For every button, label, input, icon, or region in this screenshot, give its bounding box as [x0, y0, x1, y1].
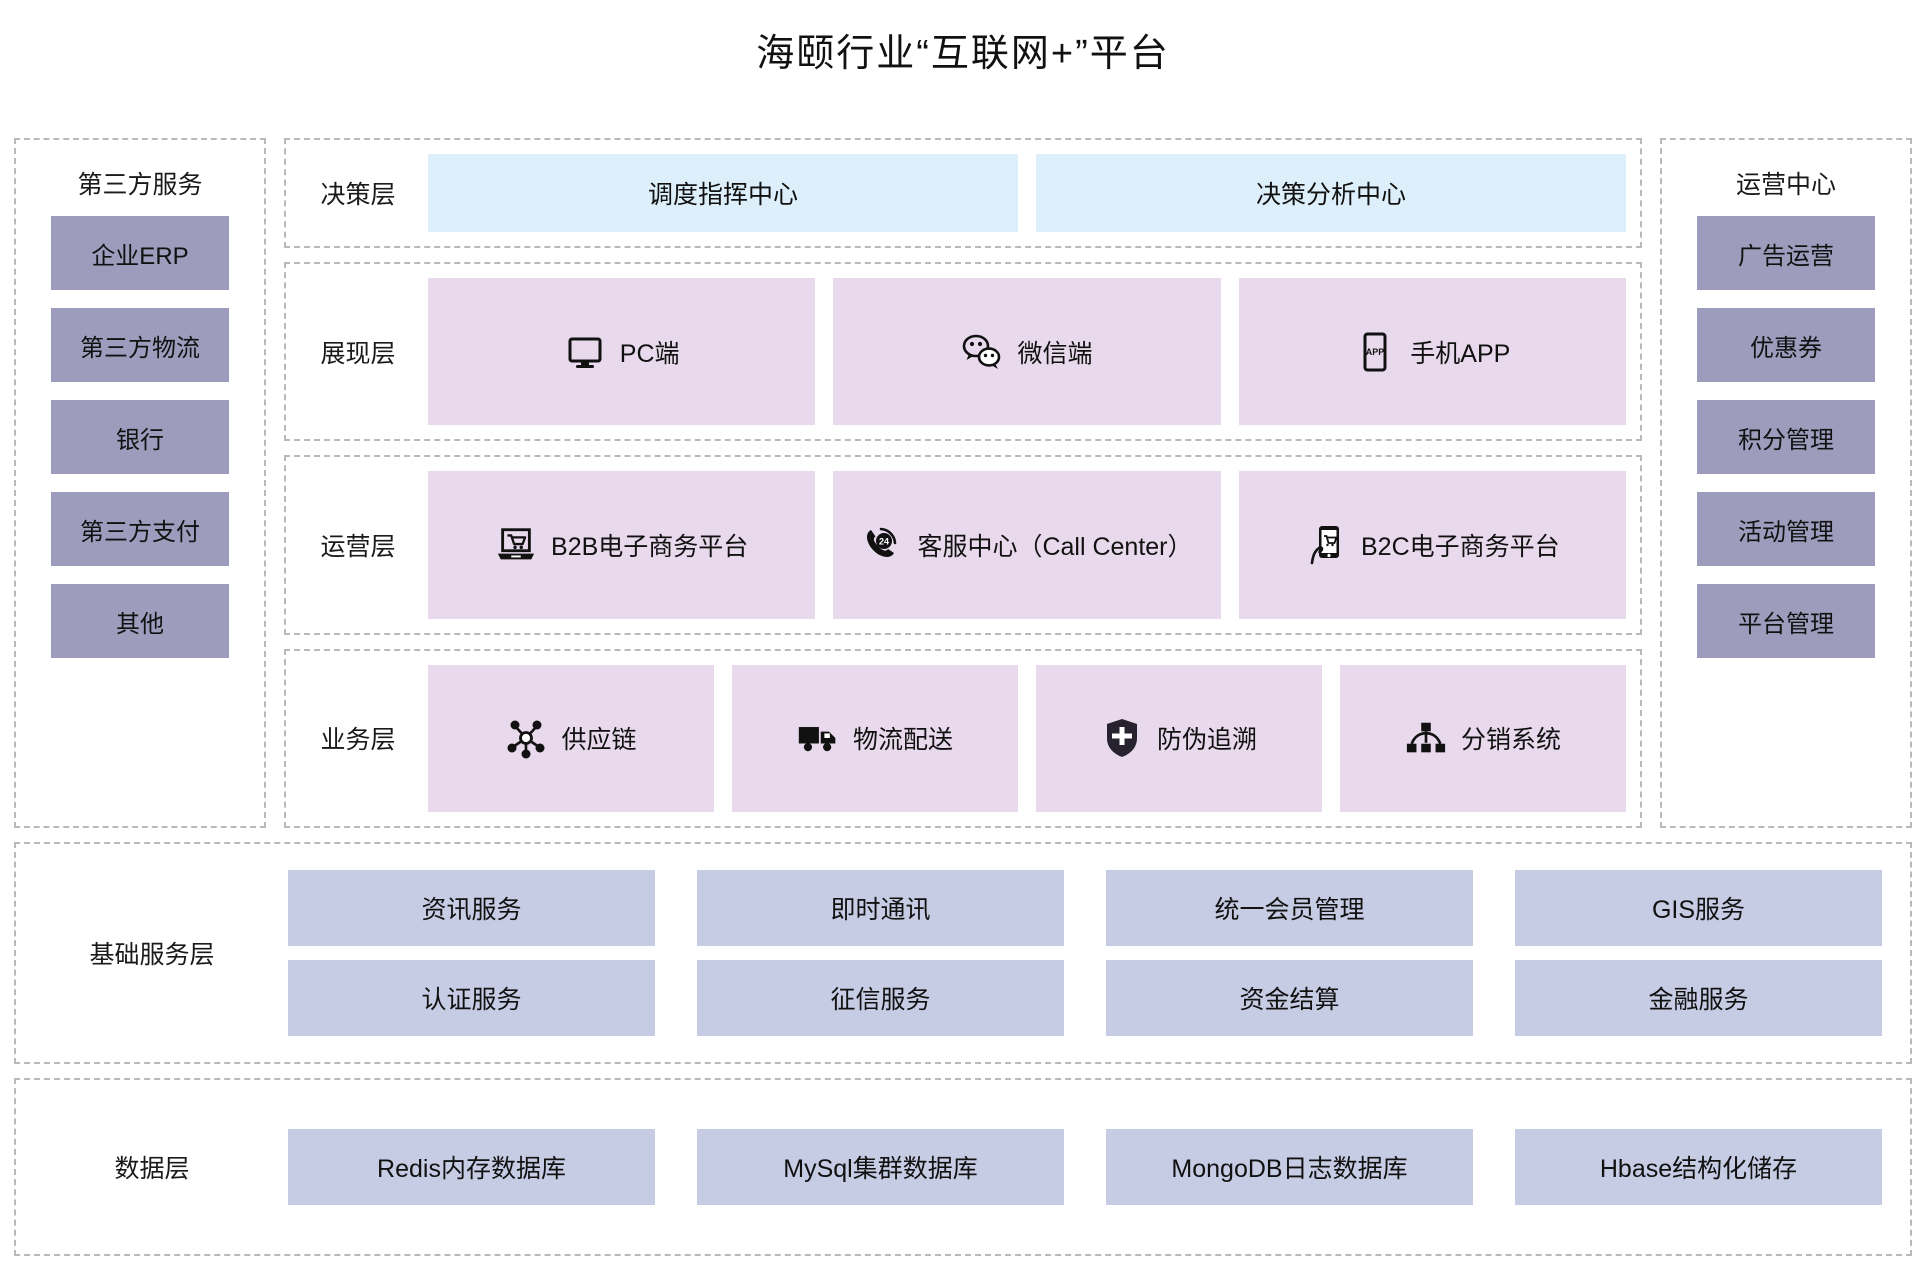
- presentation-item-pc-label: PC端: [619, 339, 680, 368]
- network-nodes-icon: [505, 717, 547, 759]
- base-service-credit[interactable]: 征信服务: [697, 960, 1064, 1036]
- presentation-item-mobile-app-label: 手机APP: [1410, 339, 1511, 368]
- operations-item-call-center[interactable]: 24 客服中心（Call Center）: [833, 471, 1221, 619]
- third-party-item-payment[interactable]: 第三方支付: [51, 492, 229, 566]
- data-layer-band: 数据层 Redis内存数据库 MySql集群数据库 MongoDB日志数据库 H…: [14, 1078, 1912, 1256]
- business-item-anti-counterfeit-label: 防伪追溯: [1156, 726, 1257, 755]
- business-item-supply-chain-label: 供应链: [561, 726, 637, 755]
- third-party-services-panel: 第三方服务 企业ERP 第三方物流 银行 第三方支付 其他: [14, 138, 266, 828]
- data-layer-label: 数据层: [114, 1155, 190, 1183]
- decision-item-dispatch-center[interactable]: 调度指挥中心: [428, 154, 1018, 232]
- laptop-cart-icon: [495, 524, 537, 566]
- operations-center-item-ads[interactable]: 广告运营: [1697, 216, 1875, 290]
- third-party-item-logistics[interactable]: 第三方物流: [51, 308, 229, 382]
- center-layers: 决策层 调度指挥中心 决策分析中心 展现层: [284, 138, 1642, 828]
- business-layer-band: 业务层: [284, 648, 1642, 828]
- presentation-item-wechat[interactable]: 微信端: [833, 278, 1221, 426]
- shield-plus-icon: [1101, 717, 1143, 759]
- data-store-hbase[interactable]: Hbase结构化储存: [1515, 1129, 1882, 1205]
- presentation-item-wechat-label: 微信端: [1017, 339, 1093, 368]
- base-services-row-2: 认证服务 征信服务 资金结算 金融服务: [288, 960, 1882, 1036]
- presentation-layer-row: PC端: [422, 264, 1632, 439]
- operations-layer-row: B2B电子商务平台 24 客服中心（Call Center）: [422, 457, 1632, 632]
- decision-layer-row: 调度指挥中心 决策分析中心: [422, 140, 1632, 246]
- base-services-grid: 资讯服务 即时通讯 统一会员管理 GIS服务 认证服务 征信服务 资金结算 金融…: [288, 870, 1910, 1036]
- data-layer-grid: Redis内存数据库 MySql集群数据库 MongoDB日志数据库 Hbase…: [288, 1129, 1910, 1205]
- operations-center-item-coupon[interactable]: 优惠券: [1697, 308, 1875, 382]
- presentation-layer-band: 展现层 PC端: [284, 262, 1642, 442]
- truck-icon: [797, 717, 839, 759]
- third-party-services-title: 第三方服务: [77, 171, 203, 199]
- base-service-member[interactable]: 统一会员管理: [1106, 870, 1473, 946]
- page-title: 海颐行业“互联网+”平台: [756, 33, 1170, 75]
- decision-item-analysis-center-label: 决策分析中心: [1255, 181, 1406, 209]
- operations-center-item-campaign[interactable]: 活动管理: [1697, 492, 1875, 566]
- operations-item-b2b[interactable]: B2B电子商务平台: [428, 471, 816, 619]
- data-store-redis[interactable]: Redis内存数据库: [288, 1129, 655, 1205]
- decision-layer-band: 决策层 调度指挥中心 决策分析中心: [284, 138, 1642, 248]
- phone-24h-icon: 24: [861, 524, 903, 566]
- decision-item-analysis-center[interactable]: 决策分析中心: [1036, 154, 1626, 232]
- business-item-anti-counterfeit[interactable]: 防伪追溯: [1036, 664, 1322, 812]
- presentation-item-pc[interactable]: PC端: [428, 278, 816, 426]
- mobile-app-icon: APP: [1354, 331, 1396, 373]
- operations-layer-label: 运营层: [320, 532, 396, 561]
- operations-center-item-points[interactable]: 积分管理: [1697, 400, 1875, 474]
- decision-layer-label: 决策层: [320, 181, 396, 209]
- svg-text:APP: APP: [1366, 347, 1385, 357]
- business-item-distribution-label: 分销系统: [1460, 726, 1561, 755]
- third-party-item-erp[interactable]: 企业ERP: [51, 216, 229, 290]
- base-service-news[interactable]: 资讯服务: [288, 870, 655, 946]
- third-party-item-other[interactable]: 其他: [51, 584, 229, 658]
- presentation-item-mobile-app[interactable]: APP 手机APP: [1238, 278, 1626, 426]
- wechat-icon: [961, 331, 1003, 373]
- middle-area: 第三方服务 企业ERP 第三方物流 银行 第三方支付 其他 决策层 调度指挥中心…: [14, 138, 1912, 828]
- operations-item-b2c[interactable]: B2C电子商务平台: [1238, 471, 1626, 619]
- decision-item-dispatch-center-label: 调度指挥中心: [647, 181, 798, 209]
- data-store-mysql[interactable]: MySql集群数据库: [697, 1129, 1064, 1205]
- operations-center-title: 运营中心: [1735, 171, 1836, 199]
- base-services-layer-label: 基础服务层: [89, 941, 215, 969]
- base-services-row-1: 资讯服务 即时通讯 统一会员管理 GIS服务: [288, 870, 1882, 946]
- business-item-supply-chain[interactable]: 供应链: [428, 664, 714, 812]
- operations-center-item-platform[interactable]: 平台管理: [1697, 584, 1875, 658]
- base-service-gis[interactable]: GIS服务: [1515, 870, 1882, 946]
- mobile-cart-icon: [1305, 524, 1347, 566]
- business-layer-label: 业务层: [320, 726, 396, 755]
- operations-layer-band: 运营层 B2B电子: [284, 455, 1642, 635]
- business-item-logistics[interactable]: 物流配送: [732, 664, 1018, 812]
- operations-center-panel: 运营中心 广告运营 优惠券 积分管理 活动管理 平台管理: [1660, 138, 1912, 828]
- business-item-distribution[interactable]: 分销系统: [1340, 664, 1626, 812]
- base-services-layer-band: 基础服务层 资讯服务 即时通讯 统一会员管理 GIS服务 认证服务 征信服务 资…: [14, 842, 1912, 1064]
- presentation-layer-label: 展现层: [320, 339, 396, 368]
- third-party-item-bank[interactable]: 银行: [51, 400, 229, 474]
- operations-item-b2b-label: B2B电子商务平台: [551, 532, 749, 561]
- hierarchy-icon: [1405, 717, 1447, 759]
- operations-item-b2c-label: B2C电子商务平台: [1361, 532, 1560, 561]
- monitor-icon: [564, 331, 606, 373]
- base-service-settlement[interactable]: 资金结算: [1106, 960, 1473, 1036]
- base-service-finance[interactable]: 金融服务: [1515, 960, 1882, 1036]
- svg-text:24: 24: [879, 536, 889, 546]
- business-item-logistics-label: 物流配送: [852, 726, 953, 755]
- base-service-auth[interactable]: 认证服务: [288, 960, 655, 1036]
- data-store-mongodb[interactable]: MongoDB日志数据库: [1106, 1129, 1473, 1205]
- data-layer-row-1: Redis内存数据库 MySql集群数据库 MongoDB日志数据库 Hbase…: [288, 1129, 1882, 1205]
- business-layer-row: 供应链 物流配送: [422, 651, 1632, 826]
- base-service-im[interactable]: 即时通讯: [697, 870, 1064, 946]
- operations-item-call-center-label: 客服中心（Call Center）: [917, 532, 1193, 561]
